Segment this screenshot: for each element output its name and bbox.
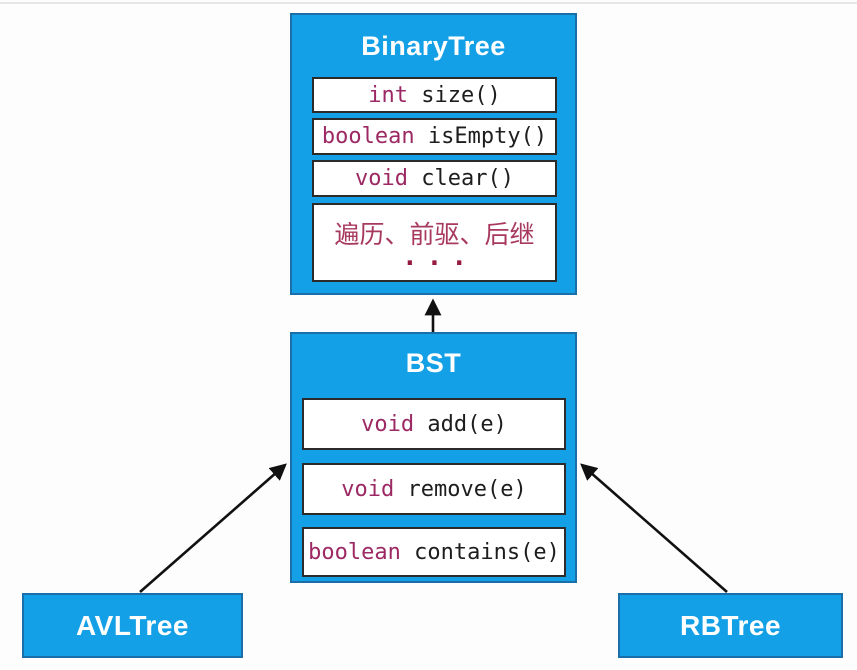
method-keyword: boolean [308, 539, 401, 565]
method-keyword: void [341, 476, 395, 502]
arrow-rbtree-to-bst [580, 463, 728, 593]
class-box-binarytree: BinaryTree int size() boolean isEmpty() … [290, 13, 577, 295]
class-box-bst: BST void add(e) void remove(e) boolean c… [290, 332, 577, 583]
class-title-binarytree: BinaryTree [361, 31, 506, 61]
method-keyword: void [355, 166, 408, 191]
method-keyword: int [368, 82, 409, 108]
class-box-rbtree: RBTree [618, 593, 843, 658]
method-signature: contains(e) [400, 539, 560, 565]
note-row-traversal: 遍历、前驱、后继 ... [312, 203, 557, 282]
method-row-clear: void clear() [312, 160, 557, 197]
method-signature: clear() [408, 166, 514, 191]
class-title-rbtree: RBTree [679, 609, 782, 641]
method-row-isempty: boolean isEmpty() [312, 118, 557, 155]
method-signature: isEmpty() [414, 124, 548, 149]
method-signature: size() [408, 82, 501, 108]
method-row-add: void add(e) [302, 398, 566, 450]
method-signature: add(e) [414, 411, 507, 437]
method-row-size: int size() [312, 77, 557, 113]
class-title-avltree: AVLTree [76, 609, 189, 641]
method-row-remove: void remove(e) [302, 463, 566, 515]
arrow-avltree-to-bst [139, 463, 287, 593]
ellipsis-dots: ... [402, 242, 476, 273]
top-divider [0, 2, 857, 4]
note-text: 遍历、前驱、后继 [334, 219, 535, 249]
class-box-avltree: AVLTree [22, 593, 243, 658]
method-row-contains: boolean contains(e) [302, 527, 566, 577]
class-title-bst: BST [405, 348, 462, 378]
method-keyword: boolean [321, 124, 415, 149]
method-signature: remove(e) [394, 476, 527, 502]
method-keyword: void [361, 411, 415, 437]
